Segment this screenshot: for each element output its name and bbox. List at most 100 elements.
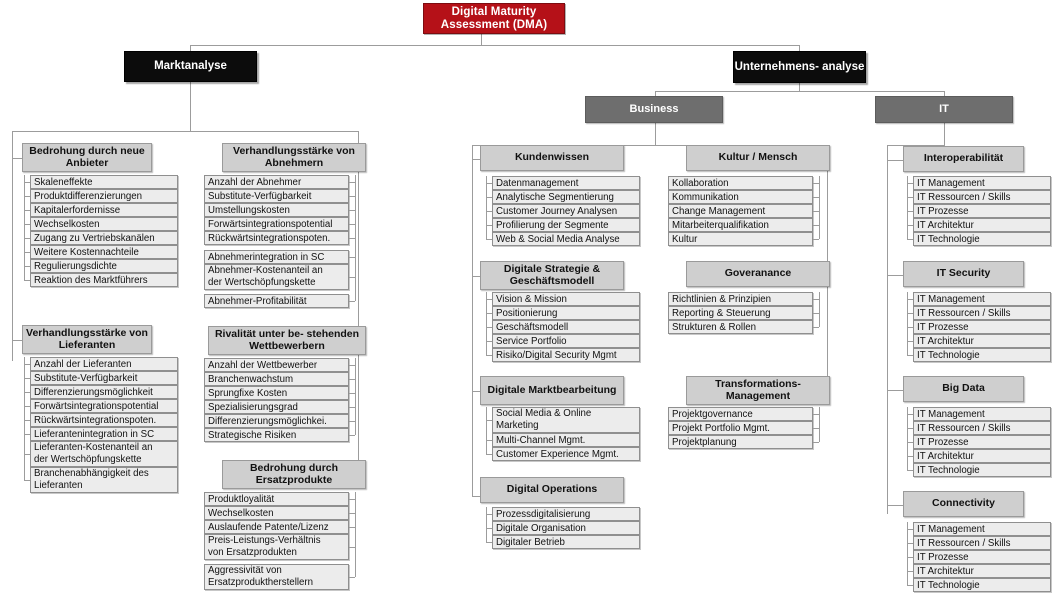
list-item[interactable]: Kapitalerfordernisse (30, 203, 178, 217)
group-digitale-marktbearbeitung[interactable]: Digitale Marktbearbeitung (480, 376, 624, 405)
list-item[interactable]: Richtlinien & Prinzipien (668, 292, 813, 306)
list-item[interactable]: Lieferanten-Kostenanteil an der Wertschö… (30, 441, 178, 467)
list-item[interactable]: Substitute-Verfügbarkeit (204, 189, 349, 203)
list-item[interactable]: Abnehmer-Profitabilität (204, 294, 349, 308)
list-item[interactable]: Anzahl der Abnehmer (204, 175, 349, 189)
group-big-data[interactable]: Big Data (903, 376, 1024, 402)
list-item[interactable]: Zugang zu Vertriebskanälen (30, 231, 178, 245)
group-verhandlungsstaerke-lieferanten[interactable]: Verhandlungsstärke von Lieferanten (22, 325, 152, 354)
list-item[interactable]: Forwärtsintegrationspotential (30, 399, 178, 413)
list-item[interactable]: IT Ressourcen / Skills (913, 190, 1051, 204)
list-item[interactable]: Preis-Leistungs-Verhältnis von Ersatzpro… (204, 534, 349, 560)
list-item[interactable]: Positionierung (492, 306, 640, 320)
group-connectivity[interactable]: Connectivity (903, 491, 1024, 517)
list-item[interactable]: Kommunikation (668, 190, 813, 204)
list-item[interactable]: Risiko/Digital Security Mgmt (492, 348, 640, 362)
list-item[interactable]: Digitaler Betrieb (492, 535, 640, 549)
list-item[interactable]: Auslaufende Patente/Lizenz (204, 520, 349, 534)
node-business[interactable]: Business (585, 96, 723, 123)
list-item[interactable]: Strukturen & Rollen (668, 320, 813, 334)
list-item[interactable]: Kollaboration (668, 176, 813, 190)
list-item[interactable]: Branchenwachstum (204, 372, 349, 386)
group-bedrohung-ersatzprodukte[interactable]: Bedrohung durch Ersatzprodukte (222, 460, 366, 489)
list-item[interactable]: Vision & Mission (492, 292, 640, 306)
group-transformations-management[interactable]: Transformations- Management (686, 376, 830, 405)
list-item[interactable]: Aggressivität von Ersatzproduktherstelle… (204, 564, 349, 590)
list-item[interactable]: IT Prozesse (913, 320, 1051, 334)
group-goveranance[interactable]: Goveranance (686, 261, 830, 287)
list-item[interactable]: IT Technologie (913, 232, 1051, 246)
group-kundenwissen[interactable]: Kundenwissen (480, 145, 624, 171)
list-item[interactable]: Customer Journey Analysen (492, 204, 640, 218)
list-item[interactable]: IT Architektur (913, 218, 1051, 232)
group-verhandlungsstaerke-abnehmern[interactable]: Verhandlungsstärke von Abnehmern (222, 143, 366, 172)
list-item[interactable]: Projektplanung (668, 435, 813, 449)
list-item[interactable]: IT Technologie (913, 348, 1051, 362)
list-item[interactable]: Projekt Portfolio Mgmt. (668, 421, 813, 435)
group-interoperabilitaet[interactable]: Interoperabilität (903, 146, 1024, 172)
list-item[interactable]: IT Ressourcen / Skills (913, 536, 1051, 550)
list-item[interactable]: Umstellungskosten (204, 203, 349, 217)
group-digitale-strategie[interactable]: Digitale Strategie & Geschäftsmodell (480, 261, 624, 290)
group-rivalitaet[interactable]: Rivalität unter be- stehenden Wettbewerb… (208, 326, 366, 355)
node-unternehmensanalyse[interactable]: Unternehmens- analyse (733, 51, 866, 83)
list-item[interactable]: Web & Social Media Analyse (492, 232, 640, 246)
list-item[interactable]: IT Prozesse (913, 435, 1051, 449)
list-item[interactable]: Prozessdigitalisierung (492, 507, 640, 521)
list-item[interactable]: Weitere Kostennachteile (30, 245, 178, 259)
list-item[interactable]: IT Architektur (913, 564, 1051, 578)
group-kultur-mensch[interactable]: Kultur / Mensch (686, 145, 830, 171)
list-item[interactable]: IT Architektur (913, 334, 1051, 348)
list-item[interactable]: Spezialisierungsgrad (204, 400, 349, 414)
group-digital-operations[interactable]: Digital Operations (480, 477, 624, 503)
list-item[interactable]: Skaleneffekte (30, 175, 178, 189)
list-item[interactable]: Digitale Organisation (492, 521, 640, 535)
list-item[interactable]: IT Management (913, 522, 1051, 536)
list-item[interactable]: Regulierungsdichte (30, 259, 178, 273)
list-item[interactable]: Analytische Segmentierung (492, 190, 640, 204)
list-item[interactable]: IT Prozesse (913, 204, 1051, 218)
list-item[interactable]: Wechselkosten (204, 506, 349, 520)
list-item[interactable]: Datenmanagement (492, 176, 640, 190)
list-item[interactable]: Reporting & Steuerung (668, 306, 813, 320)
list-item[interactable]: Abnehmer-Kostenanteil an der Wertschöpfu… (204, 264, 349, 290)
list-item[interactable]: Strategische Risiken (204, 428, 349, 442)
list-item[interactable]: Produktdifferenzierungen (30, 189, 178, 203)
list-item[interactable]: Rückwärtsintegrationspoten. (30, 413, 178, 427)
list-item[interactable]: Rückwärtsintegrationspoten. (204, 231, 349, 245)
list-item[interactable]: Geschäftsmodell (492, 320, 640, 334)
list-item[interactable]: IT Architektur (913, 449, 1051, 463)
list-item[interactable]: Lieferantenintegration in SC (30, 427, 178, 441)
list-item[interactable]: Wechselkosten (30, 217, 178, 231)
list-item[interactable]: Differenzierungsmöglichkei. (204, 414, 349, 428)
list-item[interactable]: IT Technologie (913, 578, 1051, 592)
list-item[interactable]: Customer Experience Mgmt. (492, 447, 640, 461)
list-item[interactable]: Profilierung der Segmente (492, 218, 640, 232)
list-item[interactable]: Kultur (668, 232, 813, 246)
group-bedrohung-neue-anbieter[interactable]: Bedrohung durch neue Anbieter (22, 143, 152, 172)
list-item[interactable]: Anzahl der Wettbewerber (204, 358, 349, 372)
group-it-security[interactable]: IT Security (903, 261, 1024, 287)
list-item[interactable]: IT Ressourcen / Skills (913, 306, 1051, 320)
node-root-dma[interactable]: Digital Maturity Assessment (DMA) (423, 3, 565, 34)
list-item[interactable]: IT Management (913, 176, 1051, 190)
list-item[interactable]: Social Media & Online Marketing (492, 407, 640, 433)
list-item[interactable]: Reaktion des Marktführers (30, 273, 178, 287)
list-item[interactable]: Anzahl der Lieferanten (30, 357, 178, 371)
list-item[interactable]: Forwärtsintegrationspotential (204, 217, 349, 231)
list-item[interactable]: Produktloyalität (204, 492, 349, 506)
list-item[interactable]: Sprungfixe Kosten (204, 386, 349, 400)
list-item[interactable]: Mitarbeiterqualifikation (668, 218, 813, 232)
list-item[interactable]: Branchenabhängigkeit des Lieferanten (30, 467, 178, 493)
list-item[interactable]: IT Technologie (913, 463, 1051, 477)
list-item[interactable]: IT Management (913, 407, 1051, 421)
list-item[interactable]: Change Management (668, 204, 813, 218)
list-item[interactable]: Projektgovernance (668, 407, 813, 421)
list-item[interactable]: IT Prozesse (913, 550, 1051, 564)
list-item[interactable]: IT Ressourcen / Skills (913, 421, 1051, 435)
node-marktanalyse[interactable]: Marktanalyse (124, 51, 257, 82)
list-item[interactable]: Multi-Channel Mgmt. (492, 433, 640, 447)
list-item[interactable]: Service Portfolio (492, 334, 640, 348)
list-item[interactable]: Differenzierungsmöglichkeit (30, 385, 178, 399)
list-item[interactable]: Abnehmerintegration in SC (204, 250, 349, 264)
